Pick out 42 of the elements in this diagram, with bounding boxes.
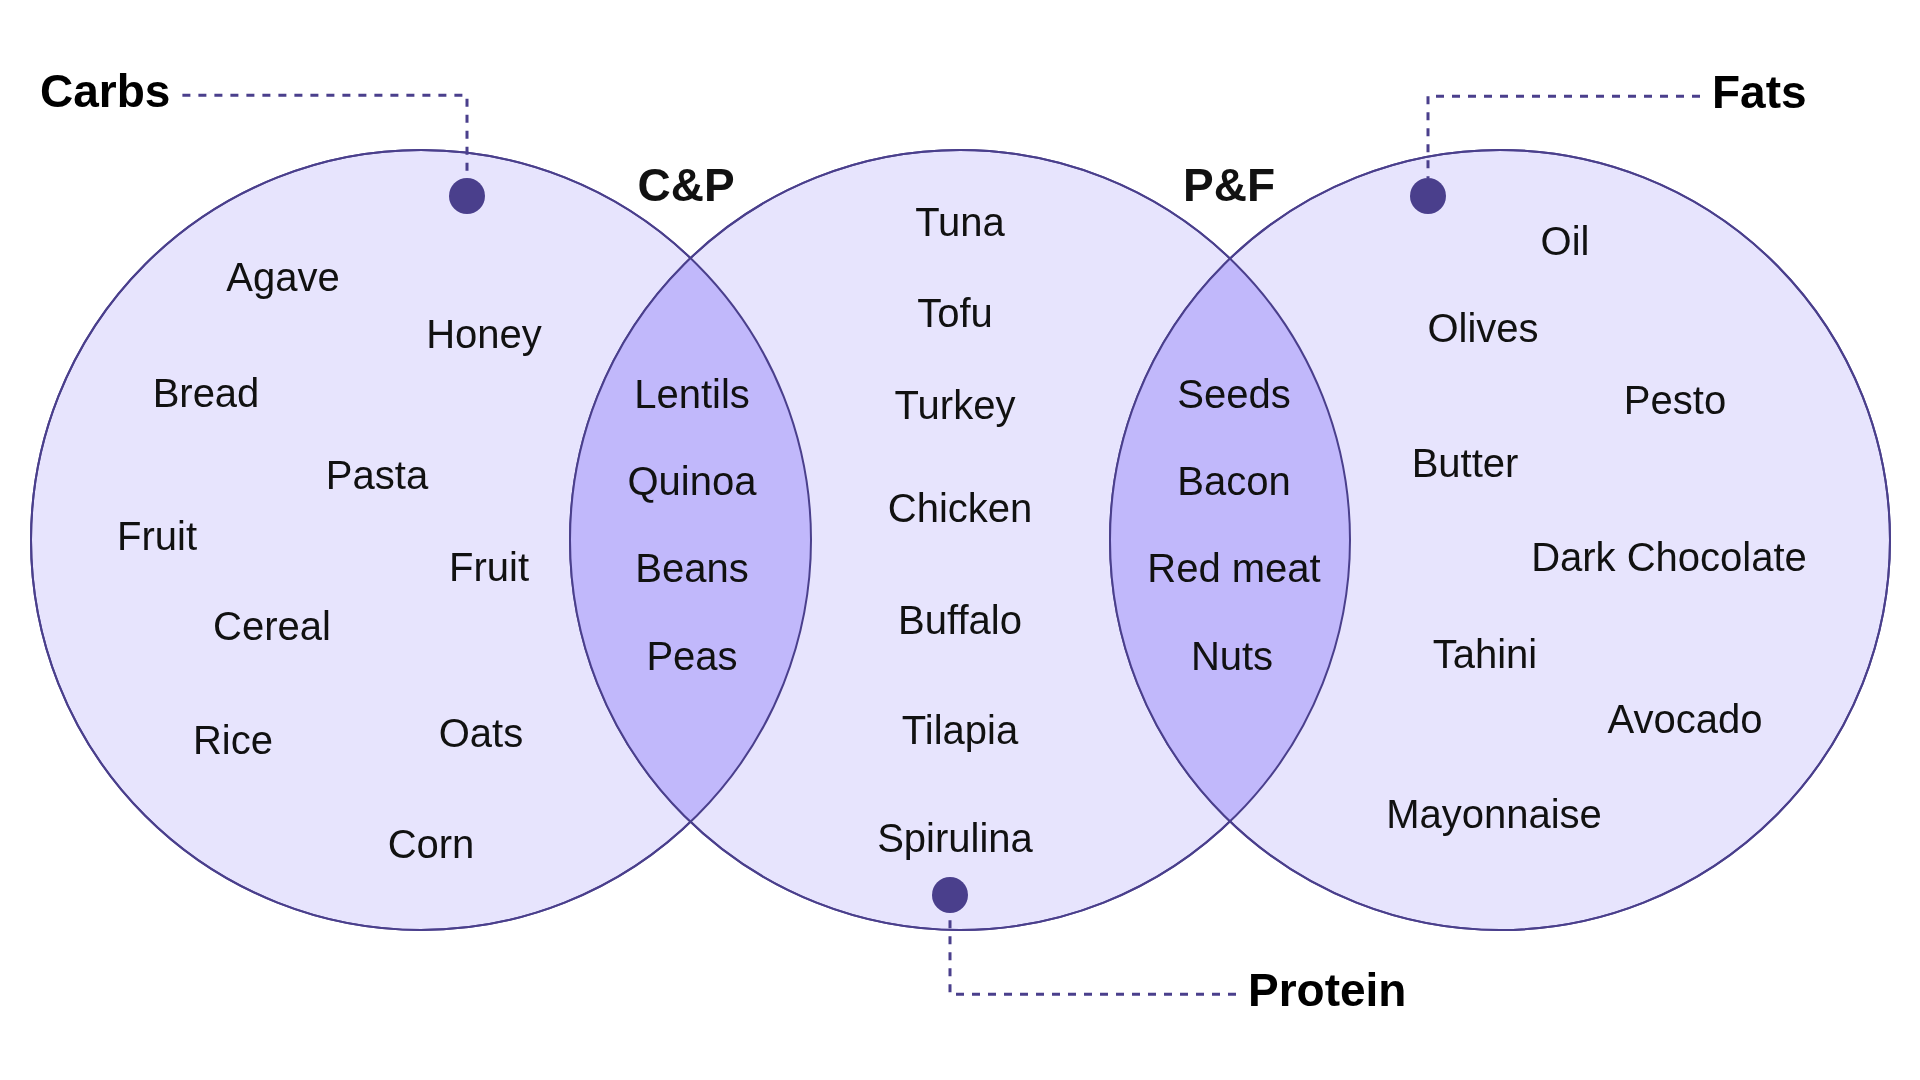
food-label: Agave [226,255,340,299]
food-label: Cereal [213,604,331,648]
leader-line [1426,94,1700,178]
food-label: Seeds [1177,372,1291,416]
food-label: Quinoa [627,459,757,503]
marker-dot [932,877,968,913]
food-label: Tilapia [901,708,1019,752]
food-label: Avocado [1607,697,1763,741]
food-label: Bread [152,371,260,415]
food-label: Beans [635,546,749,590]
food-label: Olives [1427,306,1539,350]
set-title: Protein [1248,965,1407,1016]
food-label: Tahini [1432,632,1538,676]
food-label: Red meat [1147,546,1321,590]
food-label: Turkey [894,383,1016,427]
set-title: Fats [1712,67,1807,118]
food-label: Fruit [117,514,197,558]
food-label: Bacon [1177,459,1291,503]
food-label: Corn [387,822,475,866]
food-label: Dark Chocolate [1531,535,1807,579]
food-label: Oil [1540,219,1590,263]
food-label: Chicken [887,486,1033,530]
food-label: Spirulina [877,816,1033,860]
food-label: Fruit [449,545,529,589]
food-label: Honey [426,312,542,356]
marker-dot [1410,178,1446,214]
food-label: Tofu [917,291,993,335]
food-label: Mayonnaise [1386,792,1602,836]
food-label: Pesto [1623,378,1727,422]
food-label: Oats [438,711,524,755]
food-label: Nuts [1190,634,1274,678]
overlap-title: C&P [637,159,735,211]
overlap-title: P&F [1183,159,1275,211]
marker-dot [449,178,485,214]
food-label: Rice [193,718,273,762]
food-label: Tuna [915,200,1005,244]
food-label: Peas [646,634,738,678]
food-label: Lentils [634,372,750,416]
set-title: Carbs [40,66,171,117]
food-label: Buffalo [898,598,1022,642]
food-label: Butter [1411,441,1519,485]
food-label: Pasta [325,453,429,497]
